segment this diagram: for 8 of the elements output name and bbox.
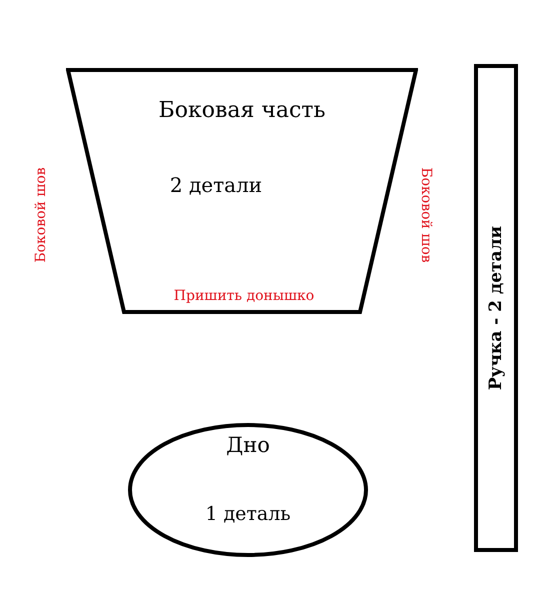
part-name: Ручка - 2 детали <box>486 226 506 390</box>
part-name: Дно <box>225 433 271 457</box>
seam-label: Боковой шов <box>33 167 49 263</box>
seam-label: Пришить донышко <box>174 288 314 304</box>
part-name: Боковая часть <box>158 98 326 123</box>
seam-label: Боковой шов <box>418 167 434 263</box>
piece-count: 1 деталь <box>204 503 292 525</box>
piece-count: 2 детали <box>168 173 264 197</box>
